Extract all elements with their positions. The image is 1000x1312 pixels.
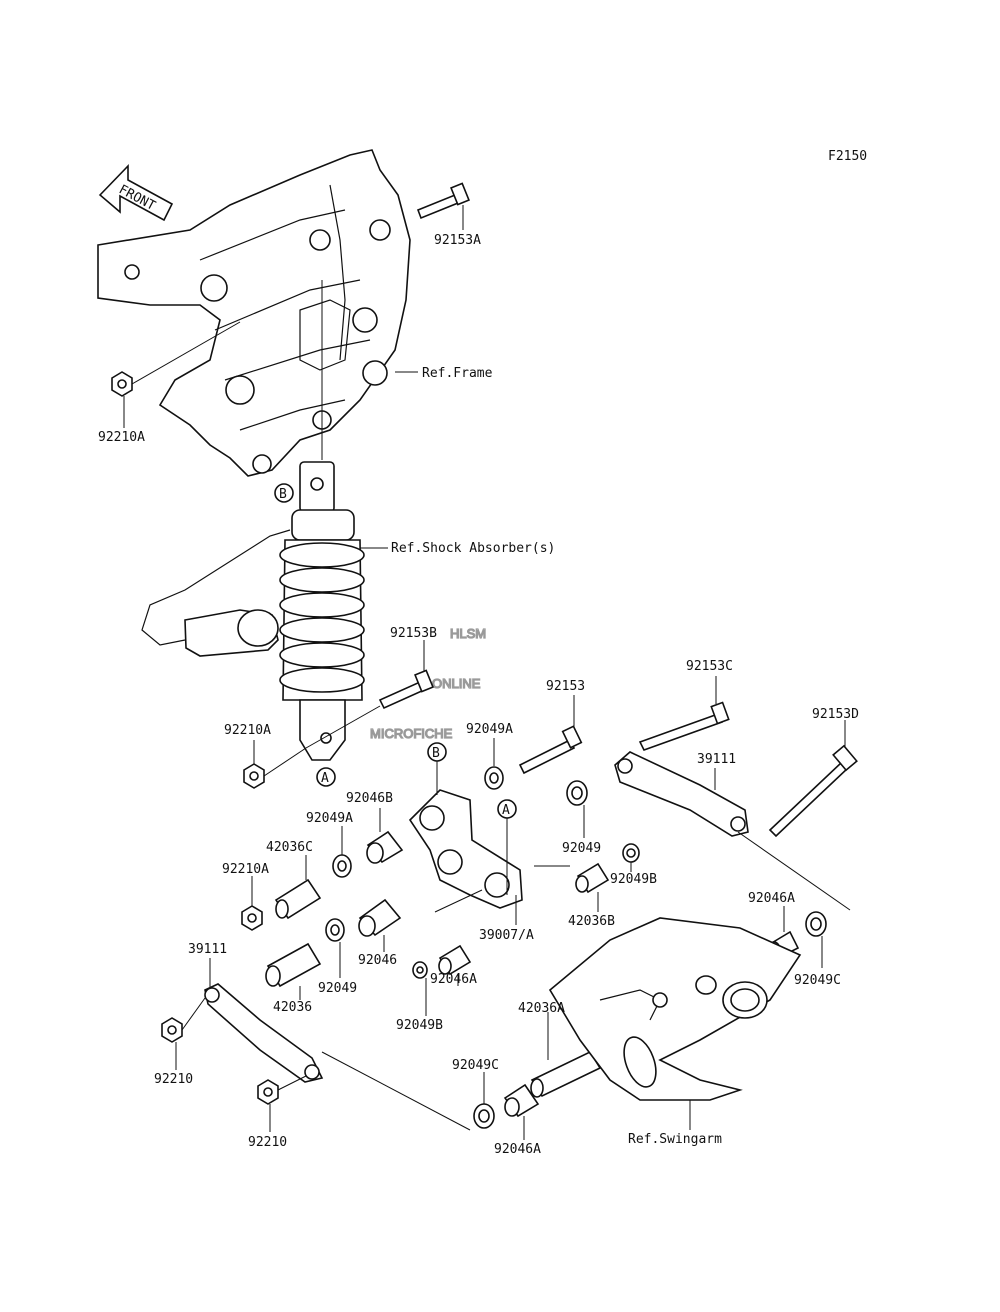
label-92049A-upper: 92049A xyxy=(466,722,513,737)
label-92153C: 92153C xyxy=(686,659,733,674)
callout-A-link: A xyxy=(502,803,510,818)
label-92153D: 92153D xyxy=(812,707,859,722)
bolt-92153C xyxy=(638,676,730,751)
washers-bushings xyxy=(241,738,827,1140)
label-92210A-lower: 92210A xyxy=(222,862,269,877)
rod-39111-left xyxy=(161,958,471,1132)
label-92049C-right: 92049C xyxy=(794,973,841,988)
bolt-92153 xyxy=(518,695,583,775)
label-92049A-lower: 92049A xyxy=(306,811,353,826)
callout-B-link: B xyxy=(432,746,440,761)
label-92049C-lower: 92049C xyxy=(452,1058,499,1073)
label-42036B: 42036B xyxy=(568,914,615,929)
front-arrow: FRONT xyxy=(98,164,174,222)
nut-92210A-frame xyxy=(111,321,241,428)
label-92153B: 92153B xyxy=(390,626,437,641)
label-92046: 92046 xyxy=(358,953,397,968)
label-92046B: 92046B xyxy=(346,791,393,806)
callout-A-shock: A xyxy=(321,771,329,786)
label-92049-upper: 92049 xyxy=(562,841,601,856)
swingarm-drawing xyxy=(548,917,802,1130)
label-39111-right: 39111 xyxy=(697,752,736,767)
bolt-92153D xyxy=(768,720,858,838)
label-42036A: 42036A xyxy=(518,1001,565,1016)
label-42036C: 42036C xyxy=(266,840,313,855)
watermark-line-3: MICROFICHE xyxy=(370,726,453,741)
label-39007A: 39007/A xyxy=(479,928,534,943)
label-92046A-middle: 92046A xyxy=(430,972,477,987)
watermark-line-2: ONLINE xyxy=(432,676,481,691)
label-92049B-right: 92049B xyxy=(610,872,657,887)
label-92210-lower: 92210 xyxy=(248,1135,287,1150)
nut-92210A-shock xyxy=(243,740,307,789)
diagram-code: F2150 xyxy=(828,149,867,164)
rod-39111-right xyxy=(614,751,851,911)
label-92153A: 92153A xyxy=(434,233,481,248)
shock-absorber xyxy=(141,280,365,761)
label-92046A-right: 92046A xyxy=(748,891,795,906)
rocker-39007A xyxy=(408,761,523,925)
label-92210-left: 92210 xyxy=(154,1072,193,1087)
ref-shock-label: Ref.Shock Absorber(s) xyxy=(391,541,555,556)
ref-swingarm-label: Ref.Swingarm xyxy=(628,1132,722,1147)
front-arrow-icon xyxy=(98,164,174,222)
label-92210A-frame: 92210A xyxy=(98,430,145,445)
part-labels: 92153A 92210A Ref.Frame Ref.Shock Absorb… xyxy=(98,233,859,1157)
label-39111-left: 39111 xyxy=(188,942,227,957)
bolt-92153B xyxy=(305,640,434,749)
ref-frame-label: Ref.Frame xyxy=(422,366,493,381)
label-92049B-lower: 92049B xyxy=(396,1018,443,1033)
callouts: B A B A xyxy=(274,483,517,819)
label-92046A-lower: 92046A xyxy=(494,1142,541,1157)
watermark-line-1: HLSM xyxy=(450,626,486,641)
label-92210A-shock: 92210A xyxy=(224,723,271,738)
label-42036: 42036 xyxy=(273,1000,312,1015)
label-92153: 92153 xyxy=(546,679,585,694)
label-92049-lower: 92049 xyxy=(318,981,357,996)
callout-B-frame: B xyxy=(279,487,287,502)
watermark: HLSM ONLINE MICROFICHE xyxy=(369,625,486,741)
bolt-92153A xyxy=(416,182,470,230)
